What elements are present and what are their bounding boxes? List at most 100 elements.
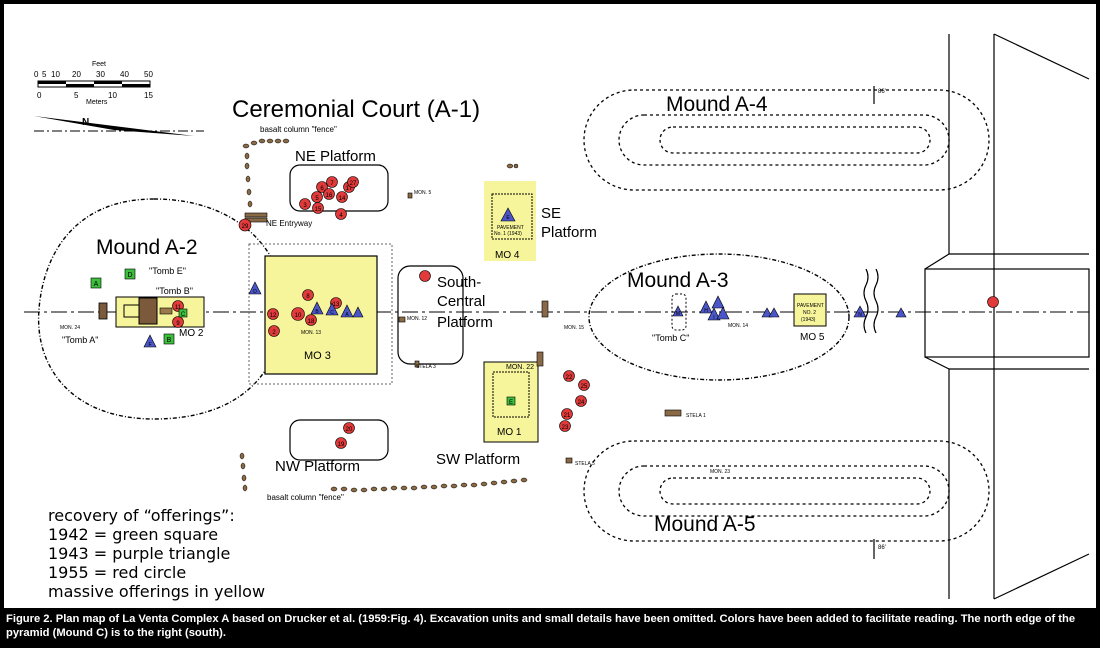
offering-1955-marker: 23 xyxy=(559,420,571,432)
feet-tick-30: 30 xyxy=(96,70,105,79)
stela3-label: STELA 3 xyxy=(416,364,436,370)
tomb-c-shape xyxy=(671,293,687,331)
fence-top-label: basalt column "fence" xyxy=(260,125,337,134)
offering-1955-marker: 20 xyxy=(343,422,355,434)
feet-tick-40: 40 xyxy=(120,70,129,79)
mound-a4-outline xyxy=(583,89,990,191)
svg-text:16: 16 xyxy=(326,193,333,199)
fence-bottom-label: basalt column "fence" xyxy=(267,493,344,502)
offering-1955-marker: 25 xyxy=(578,379,590,391)
svg-text:15: 15 xyxy=(315,207,322,213)
offering-1943-marker xyxy=(711,295,725,309)
pavement-2 xyxy=(793,293,827,327)
dim-top-label: 86' xyxy=(878,89,886,95)
offering-1955-marker: 5 xyxy=(311,191,323,203)
meter-tick-10: 10 xyxy=(108,91,117,100)
svg-text:17: 17 xyxy=(346,186,353,192)
pavement-2-label-b: NO. 2 xyxy=(803,310,816,316)
offering-1942-marker: E xyxy=(506,396,516,406)
offering-1943-marker xyxy=(716,306,730,320)
svg-text:29: 29 xyxy=(242,224,249,230)
legend-line-3: 1943 = purple triangle xyxy=(48,544,231,563)
offering-1942-marker: D xyxy=(124,268,136,280)
pyramid-mound-c xyxy=(863,33,1090,600)
svg-text:I: I xyxy=(713,315,714,321)
monuments xyxy=(244,192,682,464)
mo1-label: MO 1 xyxy=(497,427,522,438)
mon23-label: MON. 23 xyxy=(710,469,730,475)
north-arrow-icon: N xyxy=(34,116,204,136)
mound-a4-label: Mound A-4 xyxy=(666,93,768,116)
svg-text:H: H xyxy=(704,308,708,314)
offering-1955-marker: 3 xyxy=(299,198,311,210)
legend-line-2: 1942 = green square xyxy=(48,525,219,544)
svg-text:C: C xyxy=(330,310,334,316)
tomb-b-label: "Tomb B" xyxy=(156,286,193,296)
pavement-2-label-c: (1943) xyxy=(801,317,816,323)
offering-1955-marker: 12 xyxy=(267,308,279,320)
svg-text:12: 12 xyxy=(270,313,277,319)
mo5-label: MO 5 xyxy=(800,332,825,343)
svg-text:N: N xyxy=(858,312,862,318)
tomb-c-label: "Tomb C" xyxy=(652,333,689,343)
legend-line-4: 1955 = red circle xyxy=(48,563,187,582)
mon14-label: MON. 14 xyxy=(728,323,748,329)
south-central-label-3: Platform xyxy=(437,314,493,331)
mon15-label: MON. 15 xyxy=(564,325,584,331)
mound-a2-label: Mound A-2 xyxy=(96,236,198,259)
south-central-platform-shape xyxy=(397,265,464,365)
offering-1955-marker xyxy=(987,296,999,308)
svg-text:C: C xyxy=(181,312,186,318)
svg-text:24: 24 xyxy=(578,400,585,406)
offering-1955-marker: 9 xyxy=(172,316,184,328)
offering-1943-marker: D xyxy=(248,281,262,295)
svg-text:23: 23 xyxy=(562,425,569,431)
mound-a5-label: Mound A-5 xyxy=(654,513,756,536)
plan-map: Feet 0 5 10 20 30 40 50 0 5 10 15 Meters… xyxy=(24,33,1090,600)
stela5-label: STELA 5 xyxy=(575,461,595,467)
legend-line-1: recovery of “offerings”: xyxy=(48,506,235,525)
offering-1955-marker: 24 xyxy=(575,395,587,407)
svg-text:M: M xyxy=(676,311,680,317)
pavement-1-label-b: No. 1 (1943) xyxy=(494,231,522,237)
svg-text:7: 7 xyxy=(330,181,334,187)
ceremonial-court-title: Ceremonial Court (A-1) xyxy=(232,96,480,123)
ne-platform-label: NE Platform xyxy=(295,148,376,165)
offering-1955-marker: 21 xyxy=(561,408,573,420)
ne-entryway-label: NE Entryway xyxy=(266,219,312,228)
svg-text:10: 10 xyxy=(295,313,302,319)
svg-text:B: B xyxy=(315,309,319,315)
offering-1955-marker: 16 xyxy=(323,188,335,200)
se-platform-label-2: Platform xyxy=(541,224,597,241)
pavement-1 xyxy=(491,193,533,240)
offering-1955-marker: 15 xyxy=(312,202,324,214)
feet-tick-0: 0 xyxy=(34,70,39,79)
scale-bar: Feet 0 5 10 20 30 40 50 0 5 10 15 Meters xyxy=(34,61,153,106)
offering-1942-marker: A xyxy=(90,277,102,289)
offering-1955-marker: 22 xyxy=(563,370,575,382)
offering-1955-marker: 29 xyxy=(238,218,252,232)
offering-1955-marker: 27 xyxy=(347,176,359,188)
offering-1955-marker: 18 xyxy=(305,314,317,326)
nw-platform-label: NW Platform xyxy=(275,458,360,475)
svg-text:B: B xyxy=(167,337,172,344)
pavement-2-label-a: PAVEMENT xyxy=(797,303,824,309)
svg-text:A: A xyxy=(94,281,99,288)
offering-1955-marker: 2 xyxy=(268,325,280,337)
svg-text:8: 8 xyxy=(306,294,310,300)
meter-tick-5: 5 xyxy=(74,91,79,100)
feet-label: Feet xyxy=(92,61,106,68)
mound-a3-outline xyxy=(588,253,850,381)
feet-tick-50: 50 xyxy=(144,70,153,79)
feet-tick-20: 20 xyxy=(72,70,81,79)
sw-platform-label: SW Platform xyxy=(436,451,520,468)
svg-text:9: 9 xyxy=(176,321,180,327)
svg-text:F: F xyxy=(148,342,151,348)
offering-1955-marker: 19 xyxy=(335,437,347,449)
svg-text:3: 3 xyxy=(303,203,307,209)
map-frame: Feet 0 5 10 20 30 40 50 0 5 10 15 Meters… xyxy=(4,4,1096,608)
figure-caption: Figure 2. Plan map of La Venta Complex A… xyxy=(6,613,1076,639)
svg-text:22: 22 xyxy=(566,375,573,381)
basalt-fence-bottom xyxy=(239,452,528,493)
svg-text:D: D xyxy=(127,272,132,279)
